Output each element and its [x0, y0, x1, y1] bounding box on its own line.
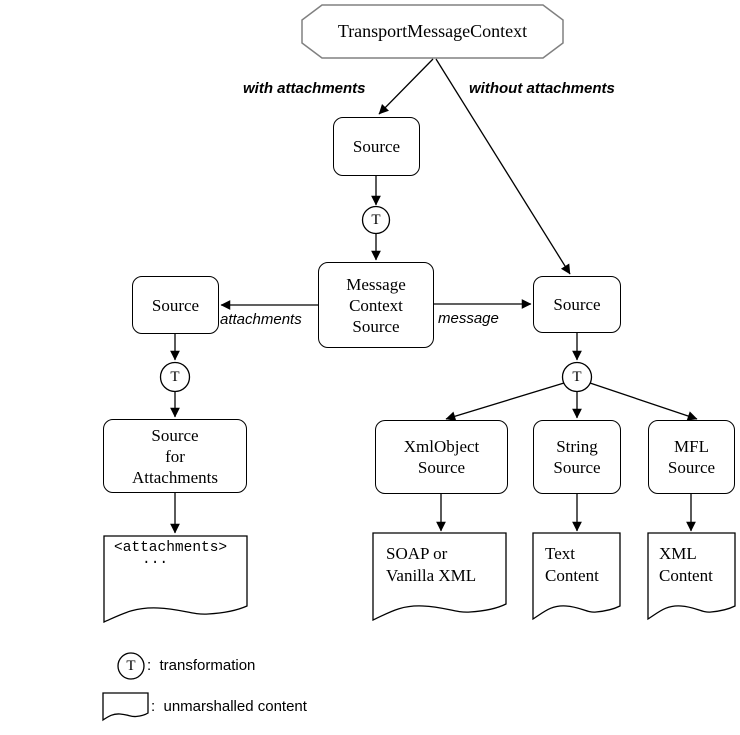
xml-document-shape	[647, 532, 736, 621]
sfa-label-line3: Attachments	[132, 467, 218, 487]
transformation-t-top: T	[371, 212, 381, 228]
edge-t3-to-xmlobject-source	[445, 382, 565, 421]
node-message-context-source: Message Context Source	[318, 262, 434, 348]
mcs-label-line3: Source	[352, 316, 400, 336]
text-document-shape	[532, 532, 621, 621]
legend-transformation-t: T	[126, 658, 136, 674]
node-string-source: String Source	[533, 420, 621, 494]
edge-root-to-source-top	[378, 58, 434, 115]
attachments-doc-line2: ...	[142, 552, 169, 568]
xml-doc-line2: Content	[659, 566, 713, 585]
text-doc-line2: Content	[545, 566, 599, 585]
node-xmlobject-source: XmlObject Source	[375, 420, 508, 494]
legend-transformation-circle	[117, 652, 145, 680]
soap-doc-text: SOAP or Vanilla XML	[386, 543, 476, 587]
legend-document-shape	[102, 692, 149, 722]
edge-label-message: message	[438, 310, 499, 327]
soap-doc-line1: SOAP or	[386, 544, 448, 563]
node-source-left: Source	[132, 276, 219, 334]
mfl-label-line2: Source	[667, 458, 716, 477]
node-source-left-label: Source	[151, 295, 200, 315]
transformation-circle-top	[361, 205, 391, 235]
xmlobject-label-line2: Source	[417, 458, 466, 477]
xmlobject-label-line1: XmlObject	[403, 437, 480, 456]
node-source-for-attachments: Source for Attachments	[103, 419, 247, 493]
soap-document-shape	[372, 532, 507, 622]
branch-label-with-attachments: with attachments	[243, 80, 366, 97]
xml-doc-line1: XML	[659, 544, 697, 563]
sfa-label-line2: for	[165, 446, 185, 466]
sfa-label-line1: Source	[151, 425, 199, 445]
legend-transformation-label: : transformation	[147, 657, 256, 674]
transformation-t-right: T	[572, 369, 582, 385]
soap-doc-line2: Vanilla XML	[386, 566, 477, 585]
string-label-line1: String	[556, 437, 598, 456]
text-doc-text: Text Content	[545, 543, 599, 587]
root-octagon-shape	[301, 4, 564, 59]
edge-t3-to-mfl-source	[589, 382, 698, 421]
transformation-circle-right	[561, 361, 593, 393]
root-node-label: TransportMessageContext	[337, 21, 528, 41]
edge-root-to-source-right	[435, 58, 571, 275]
legend-unmarshalled-label: : unmarshalled content	[151, 698, 307, 715]
node-source-right: Source	[533, 276, 621, 333]
edge-label-attachments: attachments	[220, 311, 302, 328]
string-label-line2: Source	[553, 458, 601, 477]
attachments-doc-line1: <attachments>	[114, 540, 228, 556]
node-source-top-label: Source	[352, 137, 401, 156]
transformation-circle-left	[159, 361, 191, 393]
mcs-label-line1: Message	[346, 274, 406, 294]
mfl-label-line1: MFL	[674, 437, 709, 456]
branch-label-without-attachments: without attachments	[469, 80, 615, 97]
mcs-label-line2: Context	[349, 295, 403, 315]
transformation-t-left: T	[170, 369, 180, 385]
node-mfl-source: MFL Source	[648, 420, 735, 494]
node-source-right-label: Source	[553, 295, 601, 314]
attachments-document-shape	[103, 535, 248, 624]
xml-doc-text: XML Content	[659, 543, 713, 587]
text-doc-line1: Text	[545, 544, 575, 563]
node-source-top: Source	[333, 117, 420, 176]
